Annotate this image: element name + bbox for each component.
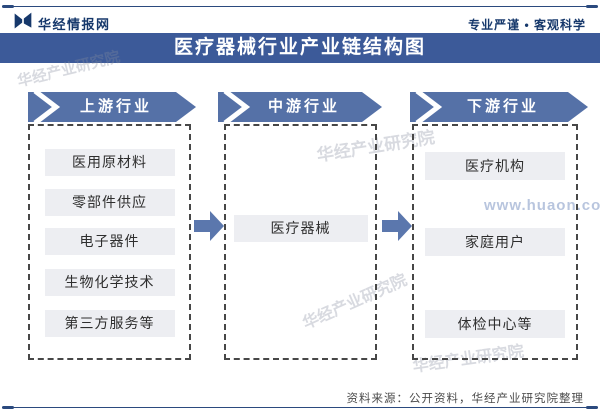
chevron-banner-icon xyxy=(218,92,382,122)
downstream-node: 体检中心等 xyxy=(425,310,565,338)
midstream-header-label: 中游行业 xyxy=(267,98,340,115)
top-rule-cap-right xyxy=(586,5,598,8)
midstream-node: 医疗器械 xyxy=(233,215,368,242)
midstream-header-chevron: 中游行业 xyxy=(218,92,382,122)
upstream-node: 电子器件 xyxy=(44,228,175,255)
upstream-node: 零部件供应 xyxy=(44,189,175,216)
upstream-header-label: 上游行业 xyxy=(79,98,152,115)
upstream-node: 生物化学技术 xyxy=(44,269,175,296)
upstream-group-box: 医用原材料 零部件供应 电子器件 生物化学技术 第三方服务等 xyxy=(28,124,191,360)
chevron-banner-icon xyxy=(410,92,588,122)
downstream-group-box: 医疗机构 家庭用户 体检中心等 xyxy=(412,124,578,360)
brand-logo-icon xyxy=(13,11,33,36)
downstream-header-label: 下游行业 xyxy=(466,98,539,115)
chevron-banner-icon xyxy=(28,92,196,122)
brand-slogan: 专业严谨 • 客观科学 xyxy=(468,18,586,32)
bottom-rule-cap-left xyxy=(2,406,14,409)
brand-name: 华经情报网 xyxy=(38,17,111,32)
upstream-node: 医用原材料 xyxy=(44,149,175,176)
downstream-node: 家庭用户 xyxy=(425,228,565,256)
page-title: 医疗器械行业产业链结构图 xyxy=(0,33,600,63)
bottom-rule-cap-right xyxy=(586,406,598,409)
data-source-note: 资料来源：公开资料，华经产业研究院整理 xyxy=(346,393,584,405)
flow-arrow-icon xyxy=(194,210,224,242)
upstream-header-chevron: 上游行业 xyxy=(28,92,196,122)
downstream-header-chevron: 下游行业 xyxy=(410,92,588,122)
top-rule xyxy=(2,6,598,7)
midstream-group-box: 医疗器械 xyxy=(224,124,377,360)
bottom-rule xyxy=(2,407,598,408)
upstream-node: 第三方服务等 xyxy=(44,310,175,337)
flow-arrow-icon xyxy=(382,210,412,242)
top-rule-cap-left xyxy=(2,5,14,8)
downstream-node: 医疗机构 xyxy=(425,152,565,180)
